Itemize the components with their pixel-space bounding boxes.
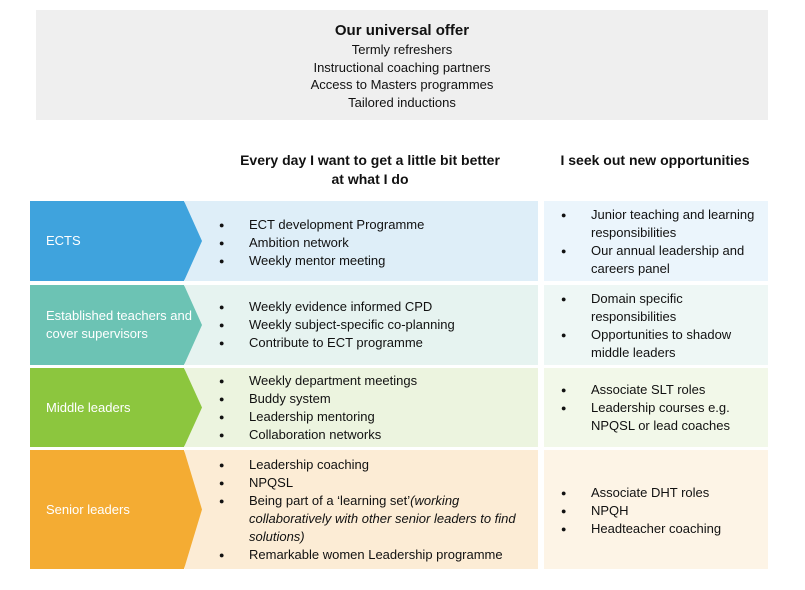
column-header-improvement: Every day I want to get a little bit bet… — [210, 151, 530, 189]
row-arrow-shape — [30, 201, 202, 281]
list-item: Weekly mentor meeting — [219, 252, 530, 270]
list-item: Buddy system — [219, 390, 530, 408]
list-item: NPQSL — [219, 474, 530, 492]
opportunity-cell: Associate DHT roles NPQH Headteacher coa… — [544, 450, 768, 569]
development-cell: Weekly evidence informed CPD Weekly subj… — [185, 285, 538, 365]
list-item: Remarkable women Leadership programme — [219, 546, 530, 564]
list-item: Opportunities to shadow middle leaders — [561, 326, 762, 362]
row-label: Senior leaders — [46, 501, 130, 517]
list-item: Junior teaching and learning responsibil… — [561, 206, 762, 242]
list-item-italic-note: (working collaboratively with other seni… — [249, 493, 516, 544]
row-established-teachers: Weekly evidence informed CPD Weekly subj… — [30, 285, 768, 365]
development-cell: Weekly department meetings Buddy system … — [185, 368, 538, 447]
list-item: Associate SLT roles — [561, 381, 762, 399]
column-header-line: Every day I want to get a little bit bet… — [240, 152, 500, 168]
development-cell: Leadership coaching NPQSL Being part of … — [185, 450, 538, 569]
list-item: Associate DHT roles — [561, 484, 762, 502]
row-label: Established teachers and cover superviso… — [46, 308, 192, 341]
list-item: Domain specific responsibilities — [561, 290, 762, 326]
list-item: Being part of a ‘learning set’(working c… — [219, 492, 530, 546]
offer-title: Our universal offer — [334, 22, 470, 39]
list-item: Leadership coaching — [219, 456, 530, 474]
opportunity-cell: Junior teaching and learning responsibil… — [544, 201, 768, 281]
row-senior-leaders: Leadership coaching NPQSL Being part of … — [30, 450, 768, 569]
row-arrow-shape — [30, 285, 202, 365]
opportunity-cell: Associate SLT roles Leadership courses e… — [544, 368, 768, 447]
list-item: Collaboration networks — [219, 426, 530, 444]
row-label: ECTS — [46, 233, 81, 248]
list-item: Our annual leadership and careers panel — [561, 242, 762, 278]
row-arrow-shape — [30, 368, 202, 447]
offer-item: Tailored inductions — [348, 94, 456, 110]
list-item: Weekly subject-specific co-planning — [219, 316, 530, 334]
development-cell: ECT development Programme Ambition netwo… — [185, 201, 538, 281]
offer-item: Access to Masters programmes — [310, 77, 494, 92]
list-item: Contribute to ECT programme — [219, 334, 530, 352]
opportunity-cell: Domain specific responsibilities Opportu… — [544, 285, 768, 365]
universal-offer-box: Our universal offer Termly refreshers In… — [36, 10, 768, 120]
list-item: Weekly department meetings — [219, 372, 530, 390]
list-item: NPQH — [561, 502, 762, 520]
list-item: Ambition network — [219, 234, 530, 252]
column-header-opportunities: I seek out new opportunities — [560, 152, 750, 168]
row-arrow-shape — [30, 450, 202, 569]
column-header-line: at what I do — [331, 171, 409, 187]
row-label: Middle leaders — [46, 399, 131, 415]
list-item: Headteacher coaching — [561, 520, 762, 538]
offer-item: Termly refreshers — [351, 42, 453, 57]
list-item: ECT development Programme — [219, 216, 530, 234]
row-ects: ECT development Programme Ambition netwo… — [30, 201, 768, 281]
list-item: Weekly evidence informed CPD — [219, 298, 530, 316]
list-item: Leadership mentoring — [219, 408, 530, 426]
row-middle-leaders: Weekly department meetings Buddy system … — [30, 368, 768, 447]
list-item-text: Being part of a ‘learning set’ — [249, 493, 411, 508]
list-item: Leadership courses e.g. NPQSL or lead co… — [561, 399, 762, 435]
offer-item: Instructional coaching partners — [313, 59, 491, 75]
